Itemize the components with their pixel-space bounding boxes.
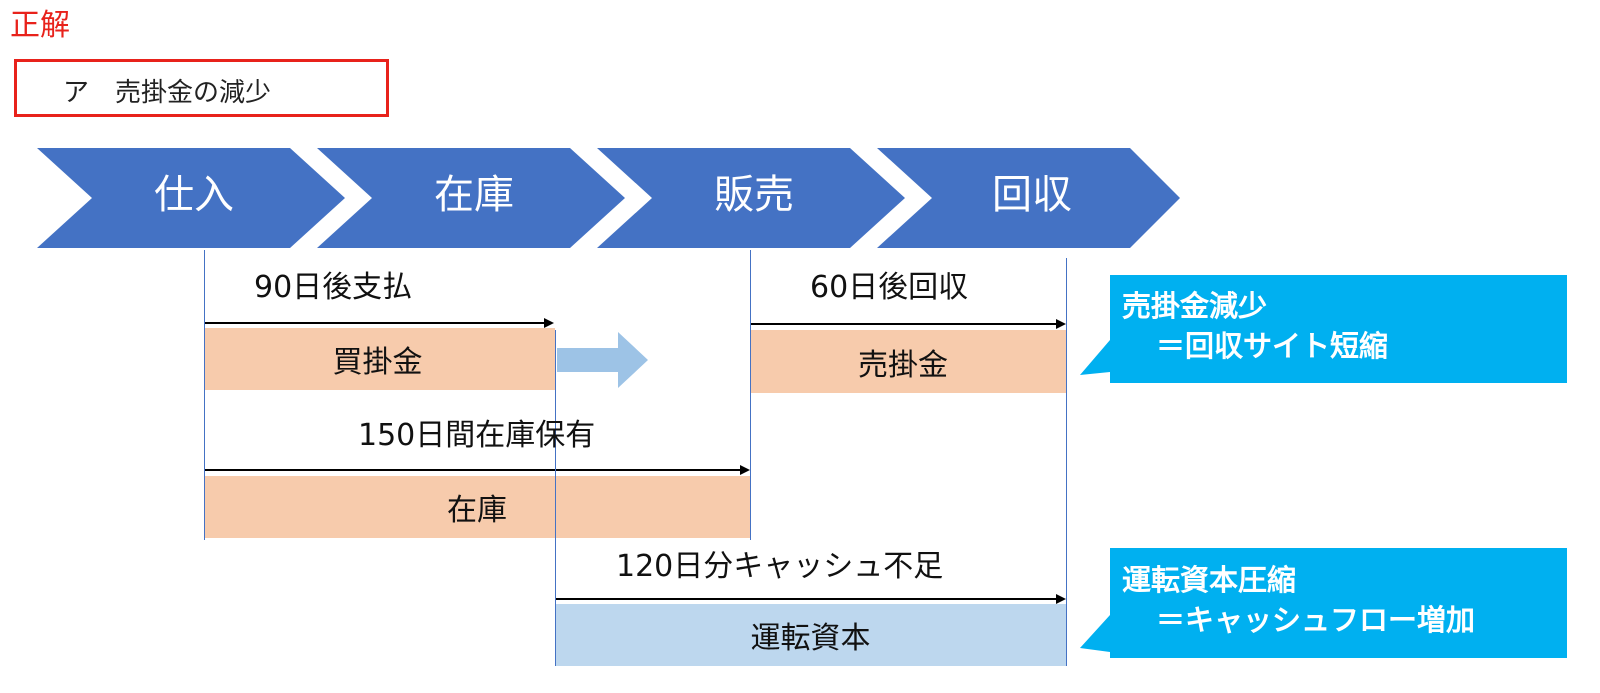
receivable-bar-label: 売掛金	[858, 347, 948, 383]
working-capital-bar: 運転資本	[555, 604, 1066, 666]
callout-receivable	[1080, 275, 1567, 383]
payable-arrowhead	[544, 318, 554, 328]
chevron-collection	[877, 148, 1180, 248]
callout-receivable-line2: ＝回収サイト短縮	[1156, 329, 1389, 363]
chevron-sales	[597, 148, 905, 248]
receivable-arrowhead	[1056, 319, 1066, 329]
answer-heading: 正解	[10, 8, 70, 43]
stage-inventory-label: 在庫	[434, 172, 514, 218]
payable-bar: 買掛金	[204, 328, 555, 390]
callout-working-capital	[1080, 548, 1567, 658]
cash-shortage-label: 120日分キャッシュ不足	[616, 549, 944, 584]
callout-capital-line2: ＝キャッシュフロー増加	[1156, 603, 1476, 637]
guide-line-sale	[750, 250, 751, 540]
answer-box: ア 売掛金の減少	[14, 59, 389, 117]
stage-collection-label: 回収	[992, 172, 1072, 218]
inventory-bar: 在庫	[204, 476, 750, 538]
callout-capital-line1: 運転資本圧縮	[1122, 563, 1297, 597]
receivable-days-label: 60日後回収	[810, 270, 969, 305]
answer-text: ア 売掛金の減少	[63, 78, 272, 108]
payable-days-label: 90日後支払	[254, 270, 413, 305]
guide-line-payment	[555, 330, 556, 666]
inventory-arrowhead	[740, 465, 750, 475]
payable-bar-label: 買掛金	[332, 345, 423, 380]
guide-line-collection	[1066, 258, 1067, 666]
guide-line-purchase	[204, 250, 205, 540]
stage-purchase-label: 仕入	[154, 172, 234, 218]
light-arrow-right	[557, 332, 648, 388]
receivable-bar: 売掛金	[750, 330, 1066, 393]
chevron-purchase	[37, 148, 345, 248]
inventory-bar-label: 在庫	[447, 493, 507, 528]
shortage-arrowhead	[1056, 594, 1066, 604]
chevron-inventory	[317, 148, 625, 248]
inventory-days-label: 150日間在庫保有	[358, 418, 596, 453]
working-capital-bar-label: 運転資本	[750, 621, 871, 656]
stage-sales-label: 販売	[714, 172, 794, 218]
callout-receivable-line1: 売掛金減少	[1122, 289, 1268, 323]
